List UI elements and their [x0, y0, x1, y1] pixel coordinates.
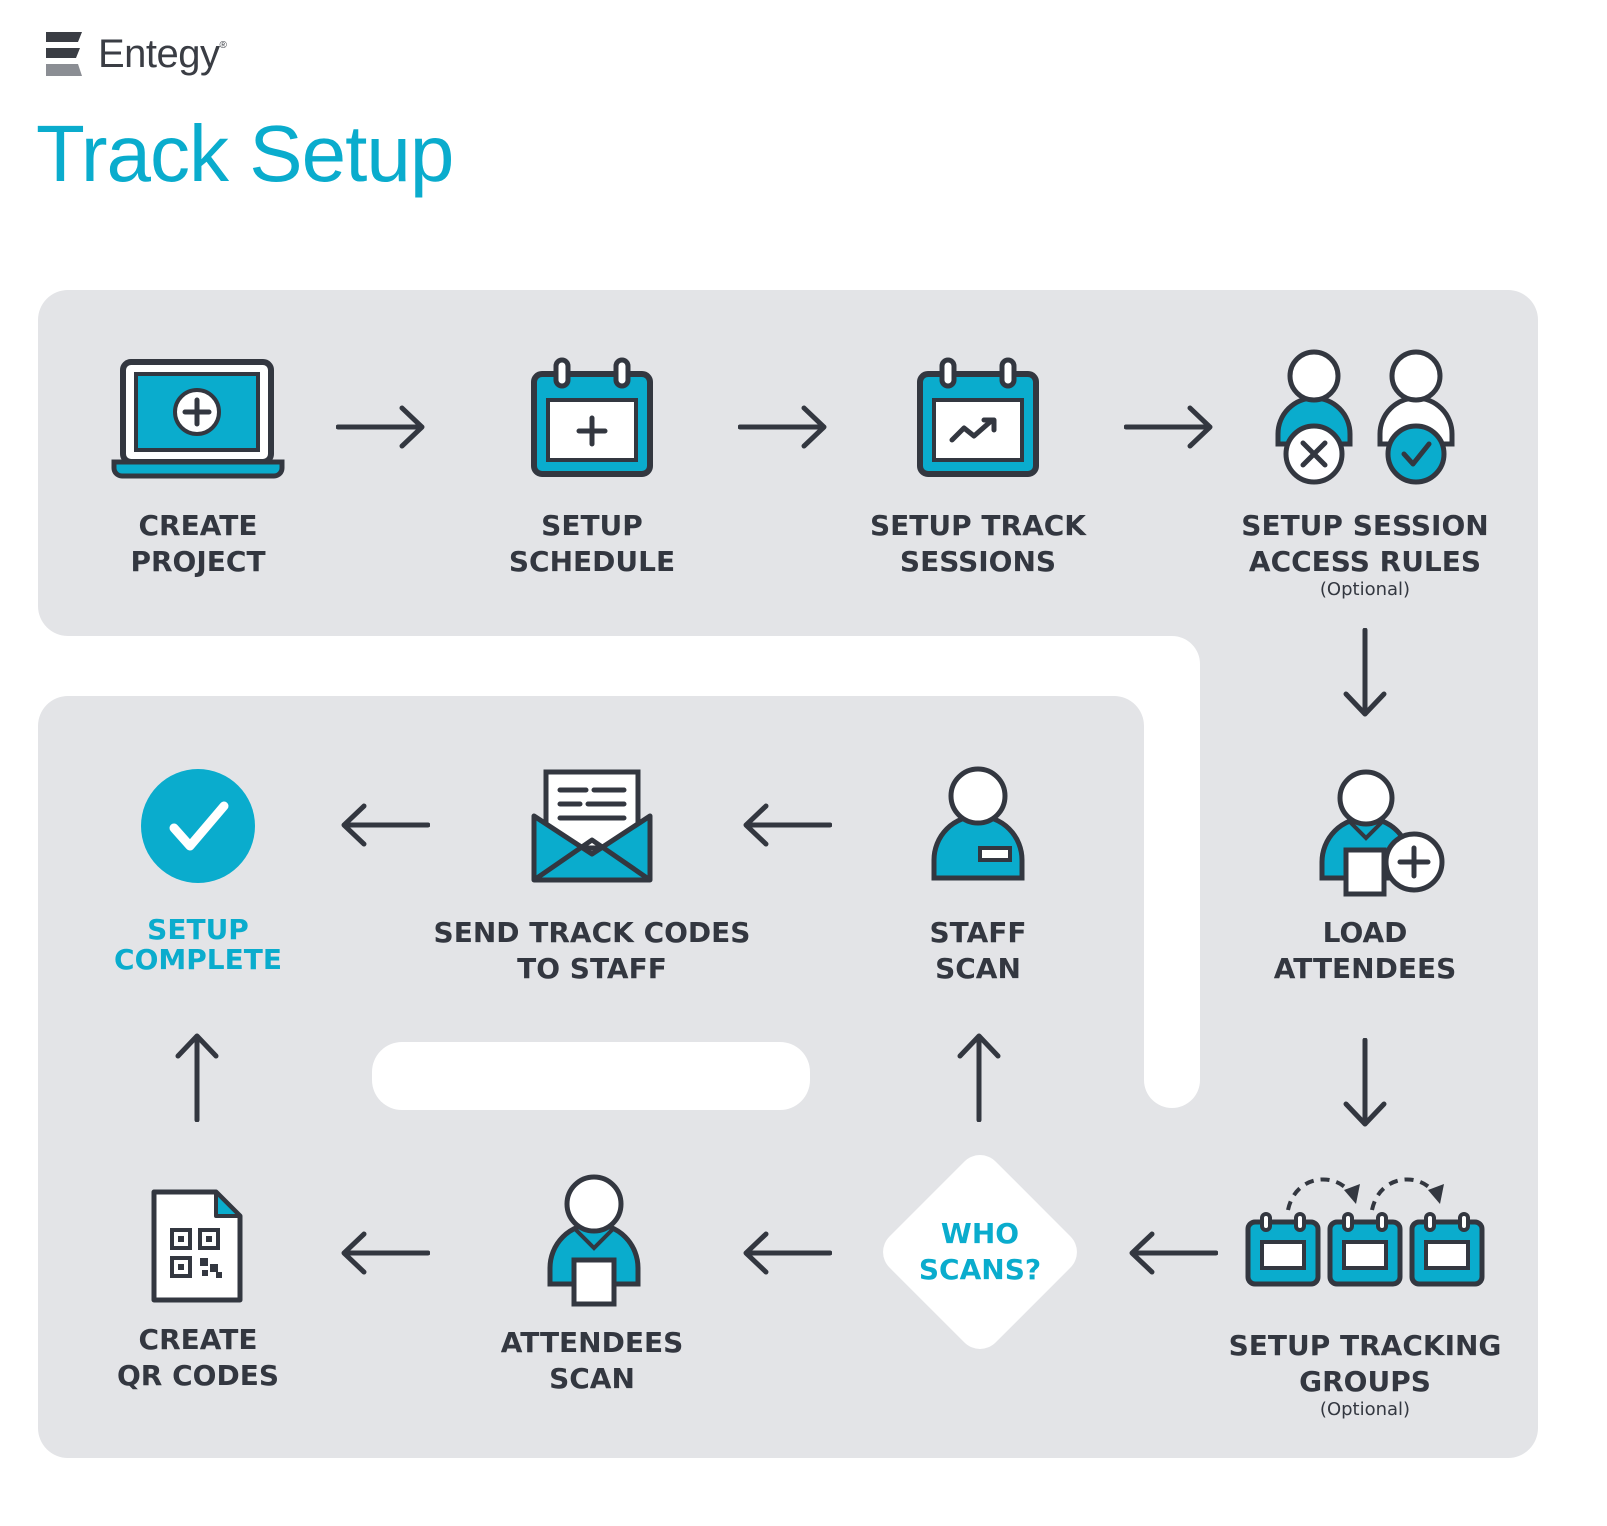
arrow-left-send	[341, 803, 430, 847]
step-attendees-scan: ATTENDEES SCAN	[500, 1326, 684, 1395]
step-setup-schedule: SETUP SCHEDULE	[508, 509, 676, 578]
step-load-attendees: LOAD ATTENDEES	[1273, 916, 1457, 985]
page-title: Track Setup	[36, 109, 454, 198]
arrow-down-1	[1343, 628, 1387, 717]
arrow-up-qr	[175, 1033, 219, 1122]
brand-name: Entegy®	[98, 31, 227, 76]
calendar-chart-icon	[917, 357, 1039, 477]
calendar-plus-icon	[531, 357, 653, 477]
optional-note: (Optional)	[1319, 579, 1411, 600]
arrow-down-2	[1343, 1038, 1387, 1127]
step-setup-session-access-rules: SETUP SESSION ACCESS RULES (Optional)	[1241, 509, 1489, 600]
arrow-left-who	[743, 1231, 832, 1275]
arrow-left-attendees	[341, 1231, 430, 1275]
arrow-up-who	[957, 1033, 1001, 1122]
laptop-plus-icon	[111, 359, 285, 479]
access-rules-icon	[1275, 349, 1455, 485]
step-create-project: CREATE PROJECT	[130, 509, 266, 578]
arrow-right-2	[738, 405, 827, 449]
add-attendee-icon	[1319, 769, 1445, 897]
checkmark-circle-icon	[141, 769, 255, 883]
tracking-groups-icon	[1245, 1177, 1485, 1287]
step-send-track-codes: SEND TRACK CODES TO STAFF	[433, 916, 751, 985]
arrow-left-groups	[1129, 1231, 1218, 1275]
arrow-right-1	[336, 405, 425, 449]
attendee-icon	[547, 1174, 641, 1307]
step-who-scans: WHO SCANS?	[918, 1217, 1042, 1286]
optional-note: (Optional)	[1319, 1399, 1411, 1420]
step-setup-track-sessions: SETUP TRACK SESSIONS	[870, 509, 1086, 578]
arrow-right-3	[1124, 405, 1213, 449]
step-staff-scan: STAFF SCAN	[929, 916, 1027, 985]
step-create-qr-codes: CREATE QR CODES	[117, 1323, 279, 1392]
step-setup-complete: SETUP COMPLETE	[114, 913, 282, 976]
brand-logo: Entegy®	[42, 30, 227, 78]
entegy-logo-icon	[46, 32, 82, 76]
decision-diamond	[883, 1155, 1077, 1349]
flow-panel	[38, 290, 1538, 1458]
arrow-left-staff	[743, 803, 832, 847]
staff-icon	[931, 766, 1025, 881]
step-setup-tracking-groups: SETUP TRACKING GROUPS (Optional)	[1228, 1329, 1502, 1420]
qr-code-document-icon	[151, 1189, 243, 1303]
envelope-letter-icon	[531, 769, 653, 883]
